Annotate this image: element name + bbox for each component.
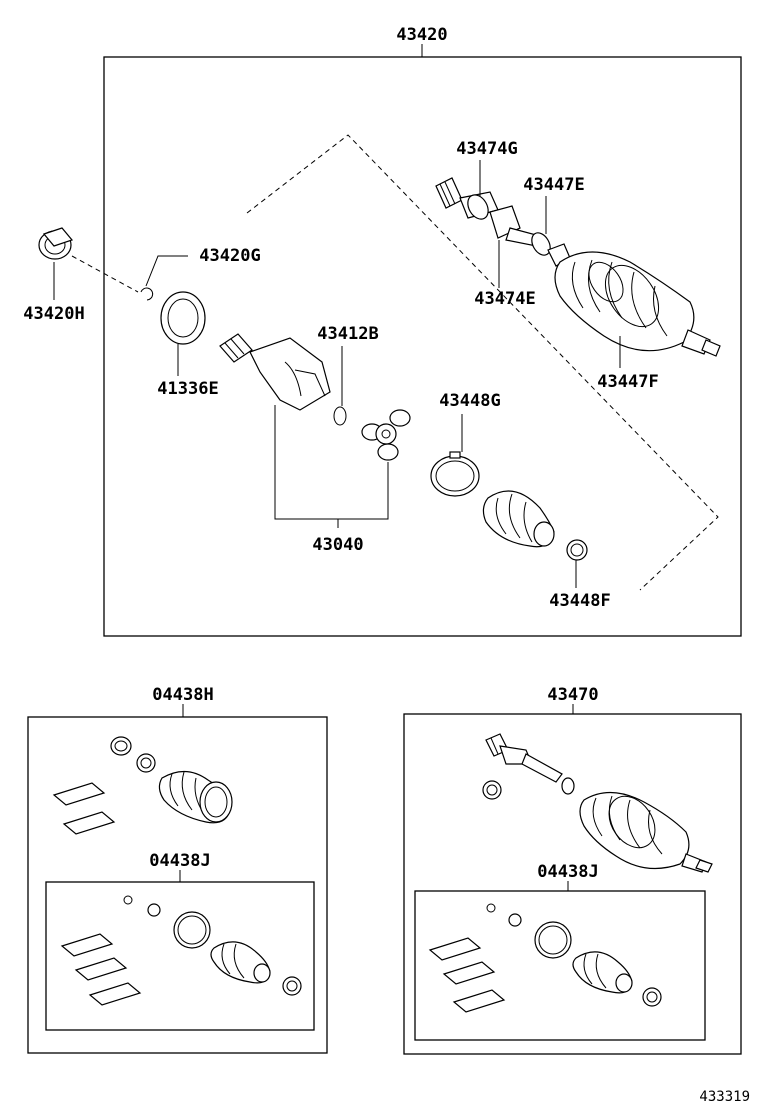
label-43040[interactable]: 43040 [312, 535, 363, 555]
kit-43470-frame [403, 713, 742, 1055]
label-43474E[interactable]: 43474E [474, 289, 535, 309]
label-43447E[interactable]: 43447E [523, 175, 584, 195]
subkit-right-boot [572, 951, 633, 994]
clamp-43448F [566, 539, 588, 561]
label-04438J-left[interactable]: 04438J [149, 851, 210, 871]
diagram-id: 433319 [699, 1089, 750, 1105]
ring-41336E [160, 291, 206, 345]
kit-43470-shaft [485, 733, 713, 873]
snap-ring-43420G [140, 287, 154, 301]
label-43420H[interactable]: 43420H [23, 304, 84, 324]
subkit-right-pads [428, 937, 506, 1013]
label-43474G[interactable]: 43474G [456, 139, 517, 159]
label-43470[interactable]: 43470 [547, 685, 598, 705]
kit-04438H-frame [27, 716, 328, 1054]
label-43412B[interactable]: 43412B [317, 324, 378, 344]
label-43447F[interactable]: 43447F [597, 372, 658, 392]
assembly-frame [103, 56, 742, 637]
grease-pads [52, 782, 116, 835]
tripod-spider [361, 409, 411, 461]
clamp-43448G [430, 451, 480, 497]
subkit-left-frame [45, 881, 315, 1031]
inner-joint-housing [219, 333, 331, 411]
label-41336E[interactable]: 41336E [157, 379, 218, 399]
label-43448F[interactable]: 43448F [549, 591, 610, 611]
outer-shaft-joint [435, 177, 721, 357]
subkit-left-boot [210, 941, 271, 984]
inner-boot [482, 490, 555, 548]
seal-43420H [38, 227, 74, 260]
label-04438H[interactable]: 04438H [152, 685, 213, 705]
label-43448G[interactable]: 43448G [439, 391, 500, 411]
kit-43470: 43470 04438J [403, 685, 742, 1055]
snap-ring-43412B [333, 406, 347, 426]
label-04438J-right[interactable]: 04438J [537, 862, 598, 882]
assembly-43420: 43420 43474G [23, 25, 742, 637]
kit-boot [158, 770, 233, 824]
subkit-right-frame [414, 890, 706, 1041]
subkit-left-pads [60, 933, 142, 1006]
kit-04438H: 04438H 04438J [27, 685, 328, 1054]
label-43420[interactable]: 43420 [396, 25, 447, 45]
dashed-region [246, 134, 719, 591]
label-43420G[interactable]: 43420G [199, 246, 260, 266]
